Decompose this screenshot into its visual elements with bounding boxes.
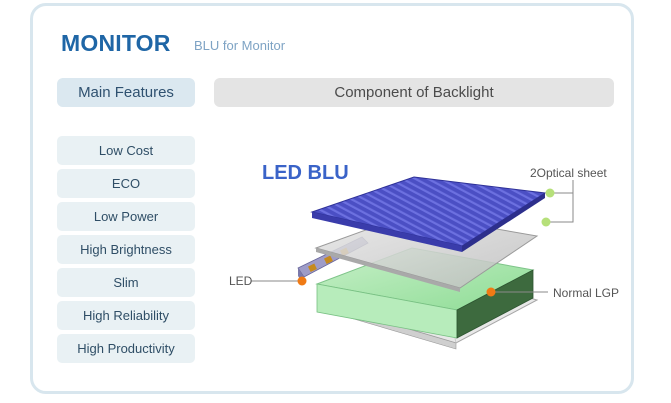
lgp-label: Normal LGP [553,286,620,300]
led-label: LED [229,274,253,288]
diagram-title: LED BLU [262,162,349,184]
feature-item-high-reliability: High Reliability [57,301,195,330]
feature-item-low-power: Low Power [57,202,195,231]
feature-item-high-productivity: High Productivity [57,334,195,363]
page-subtitle: BLU for Monitor [194,38,286,53]
lgp-marker [486,287,496,297]
feature-item-low-cost: Low Cost [57,136,195,165]
main-features-header: Main Features [57,78,195,107]
led-marker [297,276,307,286]
led-blu-diagram [251,176,574,350]
feature-item-slim: Slim [57,268,195,297]
leader-lines [251,180,574,293]
optical-sheet-marker-bottom [541,217,551,227]
feature-item-high-brightness: High Brightness [57,235,195,264]
optical-sheet-label: 2Optical sheet [530,166,607,180]
component-of-backlight-header: Component of Backlight [214,78,614,107]
prism-sheet [310,176,547,252]
page-title: MONITOR [61,30,171,56]
optical-sheet-marker-top [545,188,555,198]
feature-list: Low Cost ECO Low Power High Brightness S… [57,136,195,367]
feature-item-eco: ECO [57,169,195,198]
